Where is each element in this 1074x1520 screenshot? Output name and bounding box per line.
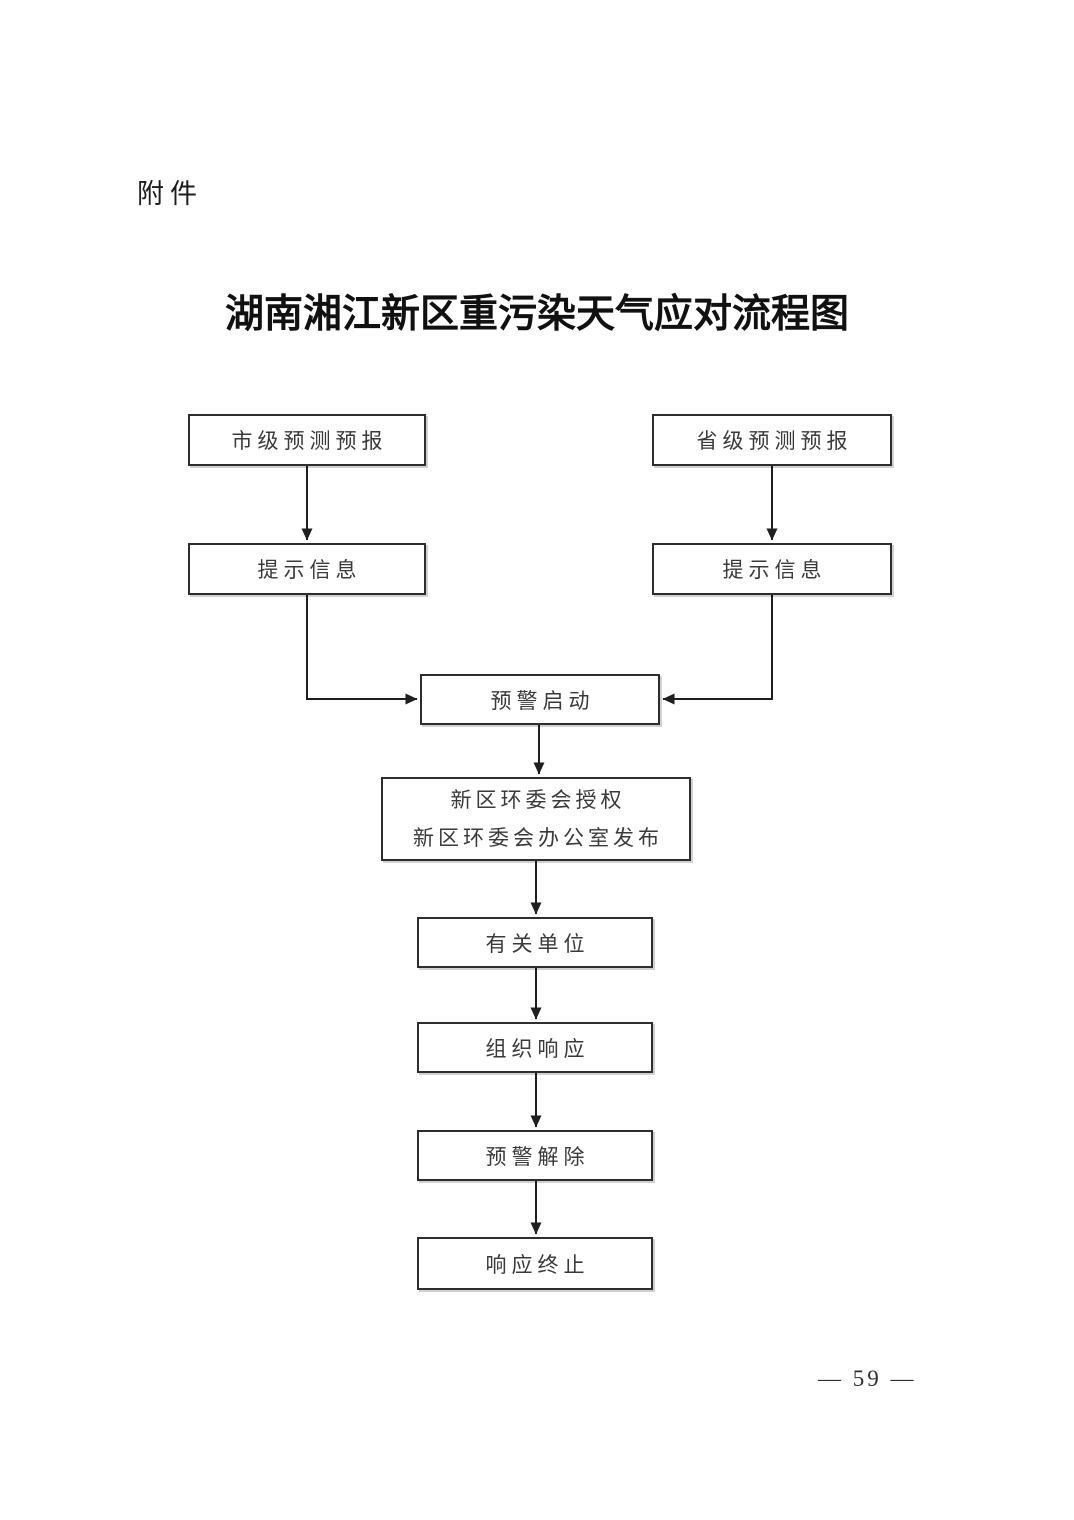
flow-box-label: 响应终止 (485, 1252, 590, 1277)
flow-box-label: 省级预测预报 (696, 429, 853, 453)
connector-city-info-to-warning-start (306, 595, 418, 705)
flow-box-city-alert-info: 提示信息 (188, 543, 426, 595)
flow-box-label: 预警启动 (490, 688, 595, 713)
flow-box-label-line2: 新区环委会办公室发布 (413, 826, 663, 850)
flow-box-response-end: 响应终止 (417, 1237, 653, 1290)
flow-box-committee-authorization: 新区环委会授权 新区环委会办公室发布 (381, 777, 691, 861)
flow-box-label: 组织响应 (485, 1036, 590, 1061)
page-number: — 59 — (818, 1366, 917, 1391)
flow-box-label: 预警解除 (485, 1144, 590, 1169)
flow-box-related-units: 有关单位 (417, 917, 653, 968)
flow-box-city-forecast: 市级预测预报 (188, 414, 426, 466)
page-title: 湖南湘江新区重污染天气应对流程图 (224, 293, 849, 336)
flow-box-warning-lift: 预警解除 (417, 1130, 653, 1181)
flow-box-province-forecast: 省级预测预报 (652, 414, 892, 466)
connector-province-info-to-warning-start (662, 595, 773, 705)
attachment-label: 附件 (137, 179, 203, 210)
flow-box-label: 提示信息 (722, 558, 827, 582)
flow-box-label: 市级预测预报 (231, 429, 388, 453)
flow-box-label: 提示信息 (257, 558, 362, 582)
flow-box-organize-response: 组织响应 (417, 1022, 653, 1073)
flow-box-warning-start: 预警启动 (420, 674, 660, 725)
flow-box-label-line1: 新区环委会授权 (450, 788, 626, 812)
flow-box-province-alert-info: 提示信息 (652, 543, 892, 595)
flow-box-label: 有关单位 (485, 931, 590, 956)
